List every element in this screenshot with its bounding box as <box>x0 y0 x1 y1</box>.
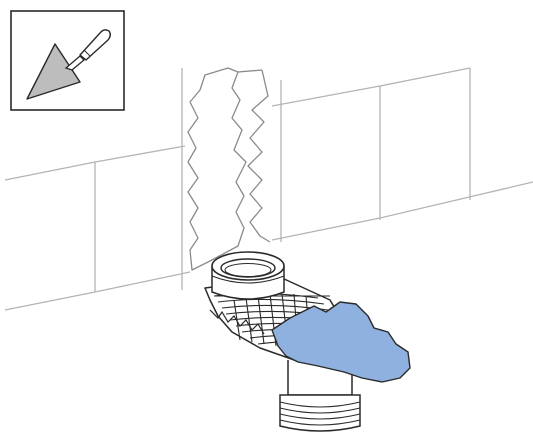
pipe-socket <box>212 252 284 299</box>
wall-recess <box>188 68 270 270</box>
tool-inset-frame <box>11 11 124 110</box>
tool-inset <box>11 11 124 110</box>
threaded-outlet <box>280 395 360 431</box>
